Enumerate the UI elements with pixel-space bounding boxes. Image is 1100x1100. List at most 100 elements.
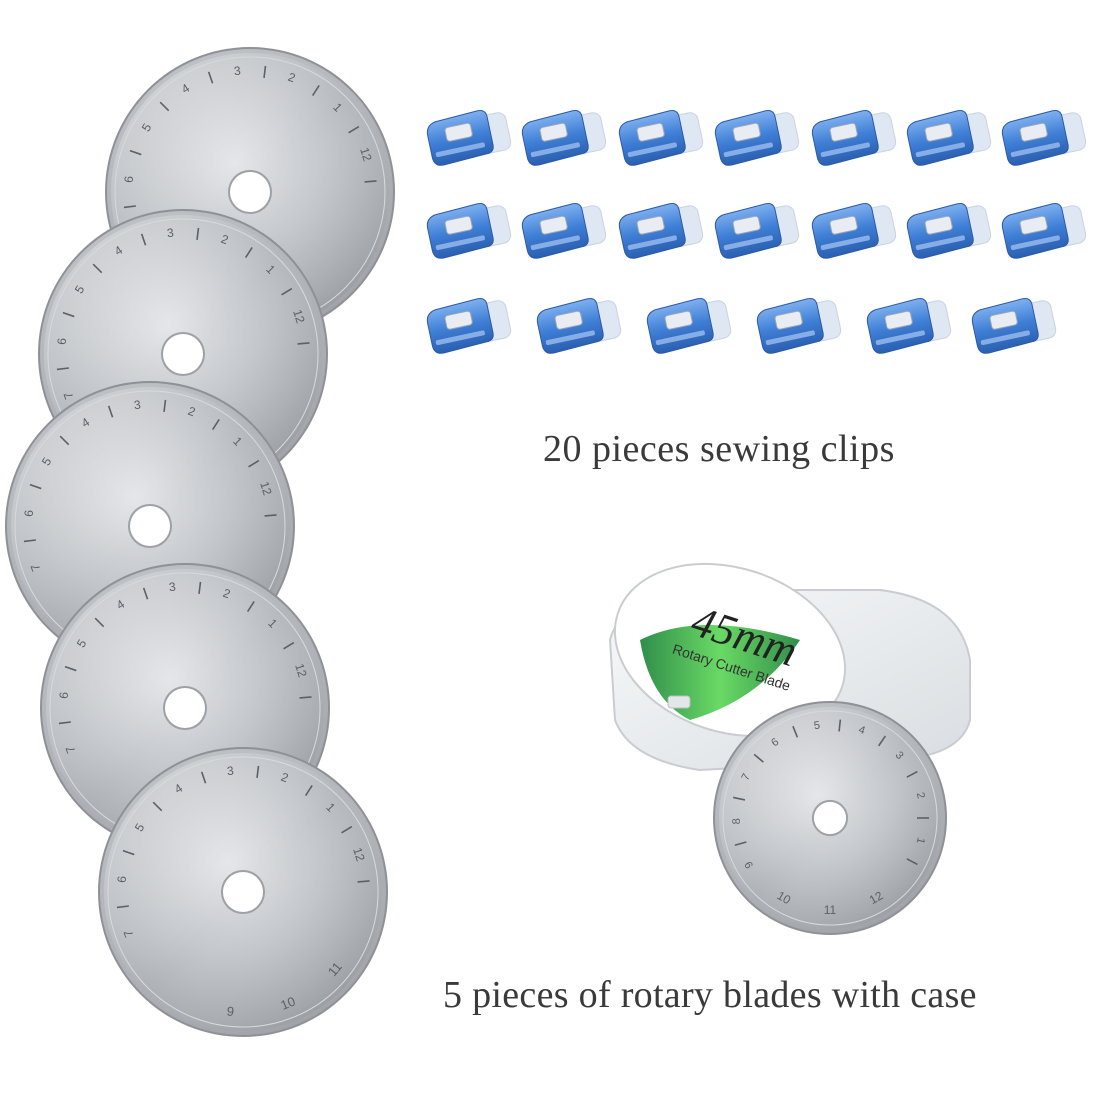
blade-tick: [264, 514, 277, 517]
clip-spring: [924, 122, 953, 142]
sewing-clip: [618, 203, 704, 259]
blade-tick: [304, 785, 313, 796]
blade-tick: [348, 125, 360, 134]
blade-scale-number: 2: [279, 770, 290, 786]
blade-tick: [732, 796, 746, 801]
blade-tick: [198, 581, 202, 594]
clip-spring: [554, 310, 583, 330]
clip-spring: [636, 215, 665, 235]
clip-highlight: [1010, 142, 1060, 157]
blade-tick: [248, 459, 260, 468]
blade-tick: [29, 483, 42, 490]
blade-tick: [256, 765, 260, 778]
clip-spring: [732, 215, 761, 235]
blade-tick: [23, 539, 36, 543]
blade-scale-number: 2: [914, 791, 927, 800]
sewing-clip: [646, 298, 732, 354]
blade-tick: [753, 753, 764, 763]
sewing-clip: [866, 298, 952, 354]
blade-tick: [263, 65, 267, 78]
sewing-clip: [714, 110, 800, 166]
blade-scale-number: 2: [219, 232, 230, 248]
sewing-clip: [971, 298, 1057, 354]
caption-rotary-blades: 5 pieces of rotary blades with case: [443, 974, 977, 1016]
blade-tick: [211, 419, 220, 430]
clip-spring: [636, 122, 665, 142]
sewing-clips-grid: [426, 110, 1087, 354]
sewing-clip: [426, 298, 512, 354]
clip-highlight: [915, 235, 965, 250]
blade-scale-number: 3: [168, 580, 176, 595]
clip-highlight: [915, 142, 965, 157]
blade-tick: [94, 617, 105, 628]
blade-tick: [129, 149, 142, 156]
blade-center-hole: [222, 871, 264, 913]
blade-scale-number: 12: [290, 308, 308, 325]
blade-scale-number: 3: [226, 764, 234, 779]
sewing-clip: [521, 110, 607, 166]
blade-scale-number: 12: [292, 662, 310, 679]
clip-highlight: [765, 330, 815, 345]
blade-scale-number: 12: [350, 846, 368, 863]
blade-tick: [159, 101, 170, 112]
clip-highlight: [723, 235, 773, 250]
blade-scale-number: 2: [186, 404, 197, 420]
blade-tick: [140, 233, 147, 246]
clip-spring: [884, 310, 913, 330]
blade-scale-number: 11: [824, 903, 837, 917]
clip-highlight: [627, 235, 677, 250]
blade-tick: [281, 287, 293, 296]
blade-scale-number: 12: [867, 888, 886, 907]
clip-highlight: [980, 330, 1030, 345]
clip-highlight: [435, 235, 485, 250]
clip-highlight: [627, 142, 677, 157]
blade-scale-number: 2: [221, 586, 232, 602]
blade-center-hole: [813, 801, 847, 835]
sewing-clip: [756, 298, 842, 354]
blade-scale-number: 12: [357, 146, 375, 163]
clip-spring: [539, 215, 568, 235]
sewing-clip: [1001, 110, 1087, 166]
sewing-clip: [618, 110, 704, 166]
blade-center-hole: [129, 505, 171, 547]
stacked-blades: 7654321127654321127654321127654321127654…: [5, 47, 395, 1037]
caption-sewing-clips: 20 pieces sewing clips: [543, 428, 895, 470]
blade-scale-number: 4: [857, 724, 867, 737]
sewing-clip: [714, 203, 800, 259]
clip-highlight: [435, 330, 485, 345]
blade-tick: [792, 725, 799, 738]
clip-spring: [829, 122, 858, 142]
blade-tick: [142, 587, 149, 600]
blade-scale-number: 1: [914, 836, 927, 845]
clip-spring: [924, 215, 953, 235]
clip-highlight: [655, 330, 705, 345]
blade-center-hole: [162, 333, 204, 375]
blade-scale-number: 7: [28, 562, 44, 573]
clip-spring: [1019, 122, 1048, 142]
blade-tick: [311, 85, 320, 96]
blade-scale-number: 3: [133, 398, 141, 413]
sewing-clip: [811, 203, 897, 259]
blade-tick: [92, 263, 103, 274]
blade-tick: [246, 601, 255, 612]
blade-scale-number: 3: [233, 64, 241, 79]
blade-tick: [62, 311, 75, 318]
sewing-clip: [521, 203, 607, 259]
blade-tick: [341, 825, 353, 834]
blade-scale-number: 7: [63, 744, 79, 755]
clip-spring: [829, 215, 858, 235]
blade-tick: [152, 801, 163, 812]
blade-scale-number: 7: [61, 390, 77, 401]
blade-tick: [123, 205, 136, 209]
blade-tick: [299, 696, 312, 699]
blade-center-hole: [229, 171, 271, 213]
clip-spring: [444, 215, 473, 235]
sewing-clip: [426, 203, 512, 259]
blade-tick: [59, 435, 70, 446]
blade-scale-number: 9: [743, 859, 756, 870]
